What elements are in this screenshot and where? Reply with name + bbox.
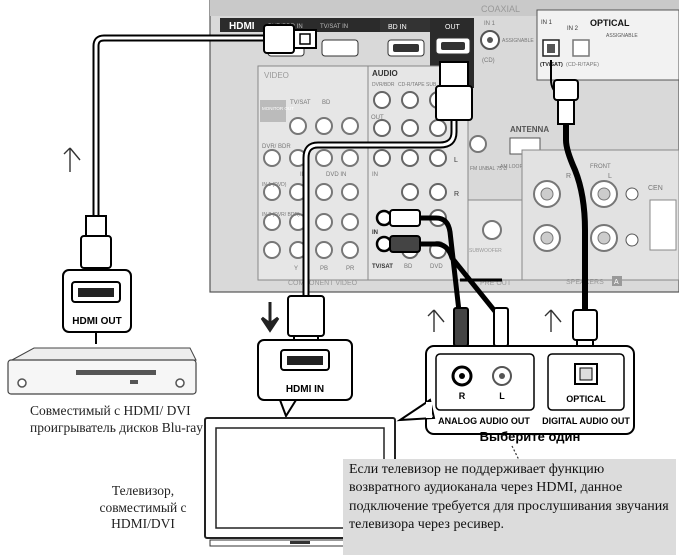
select-one-label: Выберите один — [480, 429, 581, 444]
component-in2-dvr: IN 2 (DVR/ BDR) — [262, 212, 300, 218]
video-bd-label: BD — [322, 100, 331, 106]
coaxial-in1-label: IN 1 — [484, 21, 496, 27]
arrow-up-icon-optical — [544, 309, 562, 332]
video-dvd-in-label: DVD IN — [326, 172, 346, 178]
audio-in-label: IN — [372, 172, 378, 178]
arrow-down-icon-hdmi-tv — [260, 302, 280, 333]
antenna-label: ANTENNA — [510, 125, 549, 134]
coaxial-label: COAXIAL — [481, 4, 520, 14]
hdmi-tv-sat-in-label: TV/SAT IN — [320, 24, 348, 30]
audio-cd-r-tape-label: CD-R/TAPE — [398, 82, 425, 88]
bluray-caption: Совместимый с HDMI/ DVI проигрыватель ди… — [30, 403, 204, 435]
audio-sub-label: SUB — [426, 82, 437, 88]
hdmi-in-label: HDMI IN — [286, 384, 324, 395]
audio-bd-bottom: BD — [404, 264, 413, 270]
hdmi-cable-bluray — [92, 34, 270, 216]
hdmi-header: HDMI — [229, 21, 255, 32]
video-label: VIDEO — [264, 71, 289, 80]
analog-audio-plugs-device — [453, 307, 509, 347]
optical-in1-label: IN 1 — [541, 20, 553, 26]
video-tv-sat-label: TV/SAT — [290, 100, 311, 106]
analog-r-label: R — [459, 391, 466, 401]
coaxial-assignable-label: ASSIGNABLE — [502, 38, 534, 44]
tv-caption: Телевизор, совместимый с HDMI/DVI — [99, 483, 187, 531]
component-pb-label: PB — [320, 266, 328, 272]
optical-assignable-label: ASSIGNABLE — [606, 33, 638, 39]
analog-audio-out-label: ANALOG AUDIO OUT — [438, 416, 530, 426]
audio-r-label: R — [454, 191, 459, 198]
speakers-badge: A — [614, 279, 619, 286]
video-monitor-out: MONITOR OUT — [262, 106, 294, 111]
analog-audio-cable — [400, 215, 504, 322]
hdmi-out-label: HDMI OUT — [72, 316, 121, 327]
speakers-cen-label: CEN — [648, 185, 663, 192]
video-dvr-bdr-label: DVR/ BDR — [262, 144, 291, 150]
audio-label: AUDIO — [372, 69, 398, 78]
optical-in2-label: IN 2 — [567, 26, 579, 32]
audio-out-callout: R L OPTICAL ANALOG AUDIO OUT DIGITAL AUD… — [396, 345, 635, 435]
digital-optical-label: OPTICAL — [566, 394, 606, 404]
optical-header: OPTICAL — [590, 18, 630, 28]
component-in1-dvd: IN 1 (DVD) — [262, 182, 287, 188]
arc-note: Если телевизор не поддерживает функцию в… — [343, 459, 676, 555]
audio-dvr-bdr-label: DVR/BDR — [372, 82, 395, 88]
coaxial-cd-label: (CD) — [482, 58, 495, 64]
hdmi-bd-in-label: BD IN — [388, 24, 407, 31]
hdmi-out-label: OUT — [445, 24, 461, 31]
hdmi-cable-bluray-plug-player — [80, 215, 112, 279]
hdmi-cable-tv-plug-receiver — [435, 61, 473, 121]
optical-cd-r-tape-port: (CD-R/TAPE) — [566, 62, 599, 68]
audio-tv-sat-bottom: TV/SAT — [372, 264, 393, 270]
antenna-am-loop: AM LOOP — [500, 164, 523, 170]
hdmi-cable-bluray-plug-receiver — [263, 24, 317, 54]
audio-in-tv-label: IN — [372, 230, 378, 236]
hdmi-cable-tv — [302, 90, 458, 296]
audio-out-label: OUT — [371, 115, 384, 121]
arrow-up-icon-hdmi-player — [63, 147, 81, 172]
arrow-up-icon-analog — [427, 309, 445, 332]
analog-l-label: L — [499, 391, 505, 401]
component-video-label: COMPONENT VIDEO — [288, 280, 358, 287]
optical-plug-receiver — [553, 79, 579, 125]
bluray-player — [7, 347, 197, 395]
component-pr-label: PR — [346, 266, 355, 272]
analog-audio-plugs-receiver — [389, 209, 421, 253]
hdmi-in-callout: HDMI IN — [257, 339, 353, 419]
digital-audio-out-label: DIGITAL AUDIO OUT — [542, 416, 630, 426]
hdmi-out-callout: HDMI OUT — [62, 269, 132, 344]
component-y-label: Y — [294, 266, 298, 272]
note-pointer — [511, 445, 521, 463]
speakers-r-label: R — [566, 173, 571, 180]
audio-l-label: L — [454, 157, 458, 164]
pre-out-label: PRE OUT — [480, 280, 512, 287]
audio-dvd-bottom: DVD — [430, 264, 443, 270]
subwoofer-label: SUBWOOFER — [469, 248, 502, 254]
speakers-l-label: L — [608, 173, 612, 180]
antenna-fm-label: FM UNBAL 75 Ω — [470, 166, 507, 172]
speakers-front-label: FRONT — [590, 164, 611, 170]
